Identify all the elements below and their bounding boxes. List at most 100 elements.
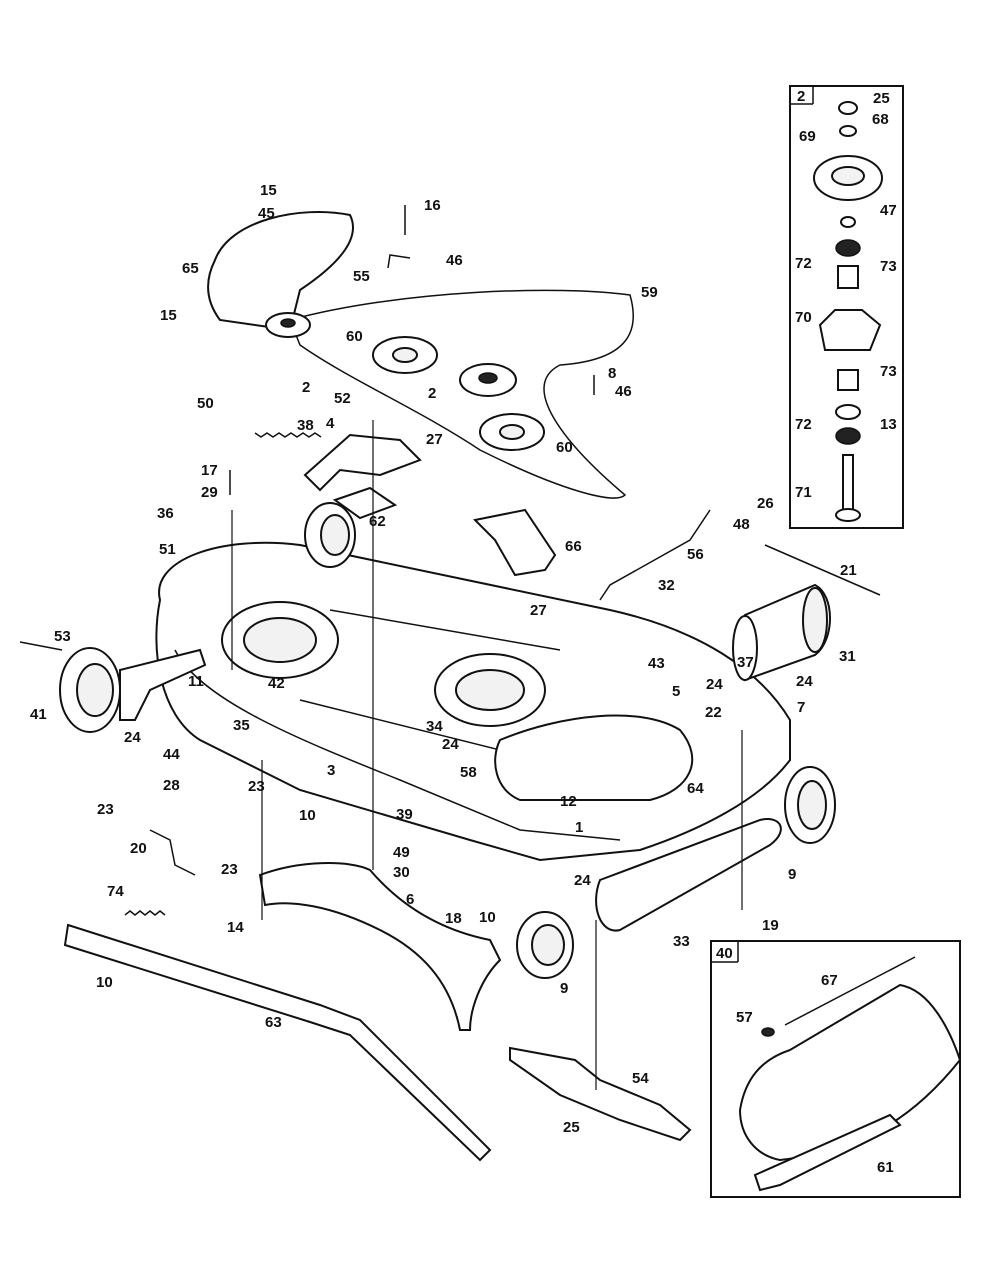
callout-27: 27 xyxy=(426,431,443,448)
callout-73: 73 xyxy=(880,363,897,380)
callout-56: 56 xyxy=(687,546,704,563)
pulley-2-center xyxy=(459,363,517,397)
callout-65: 65 xyxy=(182,260,199,277)
callout-26: 26 xyxy=(757,495,774,512)
spindle-pulley-left xyxy=(265,312,311,338)
callout-18: 18 xyxy=(445,910,462,927)
callout-5: 5 xyxy=(672,683,680,700)
callout-24: 24 xyxy=(442,736,459,753)
spindle-inset: 2 xyxy=(789,85,904,529)
callout-29: 29 xyxy=(201,484,218,501)
pin-55 xyxy=(387,254,411,269)
callout-48: 48 xyxy=(733,516,750,533)
callout-72: 72 xyxy=(795,416,812,433)
callout-68: 68 xyxy=(872,111,889,128)
callout-50: 50 xyxy=(197,395,214,412)
callout-46: 46 xyxy=(615,383,632,400)
callout-24: 24 xyxy=(796,673,813,690)
callout-17: 17 xyxy=(201,462,218,479)
idler-spring xyxy=(254,432,322,438)
callout-53: 53 xyxy=(54,628,71,645)
callout-14: 14 xyxy=(227,919,244,936)
front-bumper-bar xyxy=(63,923,492,1162)
callout-43: 43 xyxy=(648,655,665,672)
callout-61: 61 xyxy=(877,1159,894,1176)
spindle-inset-label: 2 xyxy=(797,88,805,105)
callout-24: 24 xyxy=(124,729,141,746)
mower-blade xyxy=(509,1046,692,1142)
callout-15: 15 xyxy=(260,182,277,199)
callout-39: 39 xyxy=(396,806,413,823)
callout-10: 10 xyxy=(479,909,496,926)
callout-57: 57 xyxy=(736,1009,753,1026)
callout-69: 69 xyxy=(799,128,816,145)
callout-45: 45 xyxy=(258,205,275,222)
callout-23: 23 xyxy=(248,778,265,795)
callout-54: 54 xyxy=(632,1070,649,1087)
callout-1: 1 xyxy=(575,819,583,836)
callout-9: 9 xyxy=(560,980,568,997)
callout-4: 4 xyxy=(326,415,335,432)
callout-74: 74 xyxy=(107,883,124,900)
callout-58: 58 xyxy=(460,764,477,781)
callout-31: 31 xyxy=(839,648,856,665)
deck-housing xyxy=(155,541,791,862)
lift-rod xyxy=(599,509,711,601)
belt-guide-bracket xyxy=(472,508,557,577)
callout-15: 15 xyxy=(160,307,177,324)
callout-37: 37 xyxy=(737,654,754,671)
callout-9: 9 xyxy=(788,866,796,883)
callout-numbers: 1 2 2 3 4 5 6 7 8 9 9 10 10 10 11 12 14 … xyxy=(30,90,897,1176)
callout-59: 59 xyxy=(641,284,658,301)
callout-16: 16 xyxy=(424,197,441,214)
callout-3: 3 xyxy=(327,762,335,779)
anti-scalp-roller xyxy=(732,583,831,682)
callout-8: 8 xyxy=(608,365,616,382)
callout-66: 66 xyxy=(565,538,582,555)
deck-top-cover xyxy=(494,714,694,801)
callout-30: 30 xyxy=(393,864,410,881)
bolt-53 xyxy=(19,641,63,651)
left-gauge-wheel xyxy=(59,647,207,733)
callout-34: 34 xyxy=(426,718,443,735)
callout-33: 33 xyxy=(673,933,690,950)
deck-right-side-panel xyxy=(595,818,782,932)
callout-36: 36 xyxy=(157,505,174,522)
callout-23: 23 xyxy=(221,861,238,878)
shield-inset: 40 xyxy=(710,940,962,1198)
callout-35: 35 xyxy=(233,717,250,734)
roller-axle-rod xyxy=(764,544,881,596)
callout-11: 11 xyxy=(188,673,204,690)
callout-22: 22 xyxy=(705,704,722,721)
callout-28: 28 xyxy=(163,777,180,794)
callout-13: 13 xyxy=(880,416,897,433)
callout-67: 67 xyxy=(821,972,838,989)
front-baffle xyxy=(258,862,502,1031)
callout-24: 24 xyxy=(574,872,591,889)
front-gauge-wheel xyxy=(516,911,574,979)
shield-inset-label: 40 xyxy=(716,945,733,962)
callout-21: 21 xyxy=(840,562,857,579)
hanger-rod xyxy=(149,829,196,876)
callout-25: 25 xyxy=(563,1119,580,1136)
rear-deck-wheel xyxy=(304,502,356,568)
callout-24: 24 xyxy=(706,676,723,693)
callout-19: 19 xyxy=(762,917,779,934)
callout-46: 46 xyxy=(446,252,463,269)
callout-64: 64 xyxy=(687,780,704,797)
callout-20: 20 xyxy=(130,840,147,857)
callout-12: 12 xyxy=(560,793,577,810)
callout-60: 60 xyxy=(346,328,363,345)
callout-55: 55 xyxy=(353,268,370,285)
callout-52: 52 xyxy=(334,390,351,407)
callout-42: 42 xyxy=(268,675,285,692)
callout-25: 25 xyxy=(873,90,890,107)
callout-60: 60 xyxy=(556,439,573,456)
pulley-60-left xyxy=(372,336,438,374)
drive-belt xyxy=(288,289,634,499)
callout-27: 27 xyxy=(530,602,547,619)
idler-plate xyxy=(332,486,398,520)
pulley-60-right xyxy=(479,413,545,451)
callout-47: 47 xyxy=(880,202,897,219)
